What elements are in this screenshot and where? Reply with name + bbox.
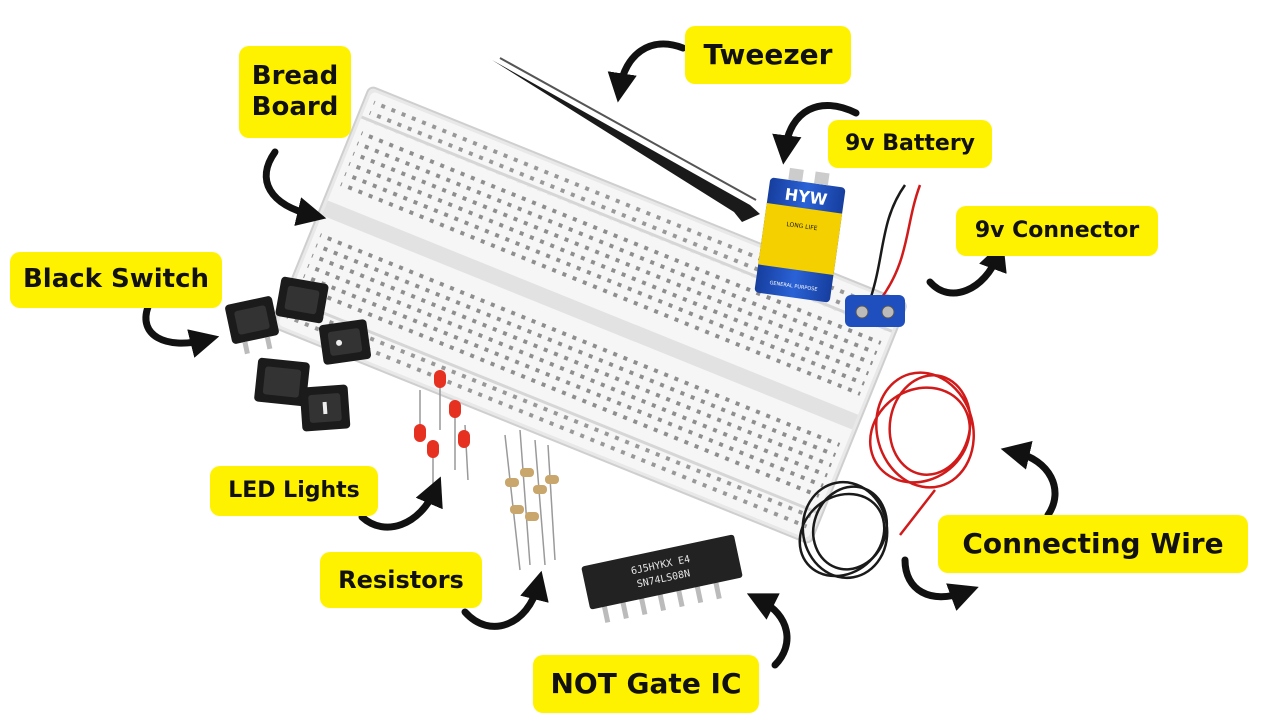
connector-icon: [845, 184, 922, 327]
tweezer-icon: [492, 57, 760, 222]
label-tweezer: Tweezer: [685, 26, 851, 84]
black-wire-icon: [798, 480, 889, 580]
battery-icon: HYW LONG LIFE GENERAL PURPOSE: [754, 167, 846, 303]
resistors-icon: [504, 429, 559, 571]
led-lights-icon: [414, 370, 470, 485]
label-not-gate-ic: NOT Gate IC: [533, 655, 759, 713]
label-bread-board-line2: Board: [251, 92, 339, 122]
label-bread-board: Bread Board: [239, 46, 351, 138]
black-switch-icon: [225, 276, 372, 432]
red-wire-icon: [868, 371, 975, 536]
label-resistors: Resistors: [320, 552, 482, 608]
label-connector: 9v Connector: [956, 206, 1158, 256]
curved-arrow-icon: [142, 40, 1059, 669]
battery-subtitle: LONG LIFE: [786, 221, 818, 232]
label-battery: 9v Battery: [828, 120, 992, 168]
label-led-lights: LED Lights: [210, 466, 378, 516]
label-bread-board-line1: Bread: [251, 60, 339, 91]
label-connecting-wire: Connecting Wire: [938, 515, 1248, 573]
breadboard: [273, 86, 907, 544]
ic-chip-icon: 6J5HYKX E4 SN74LS08N: [581, 534, 743, 623]
label-black-switch: Black Switch: [10, 252, 222, 308]
